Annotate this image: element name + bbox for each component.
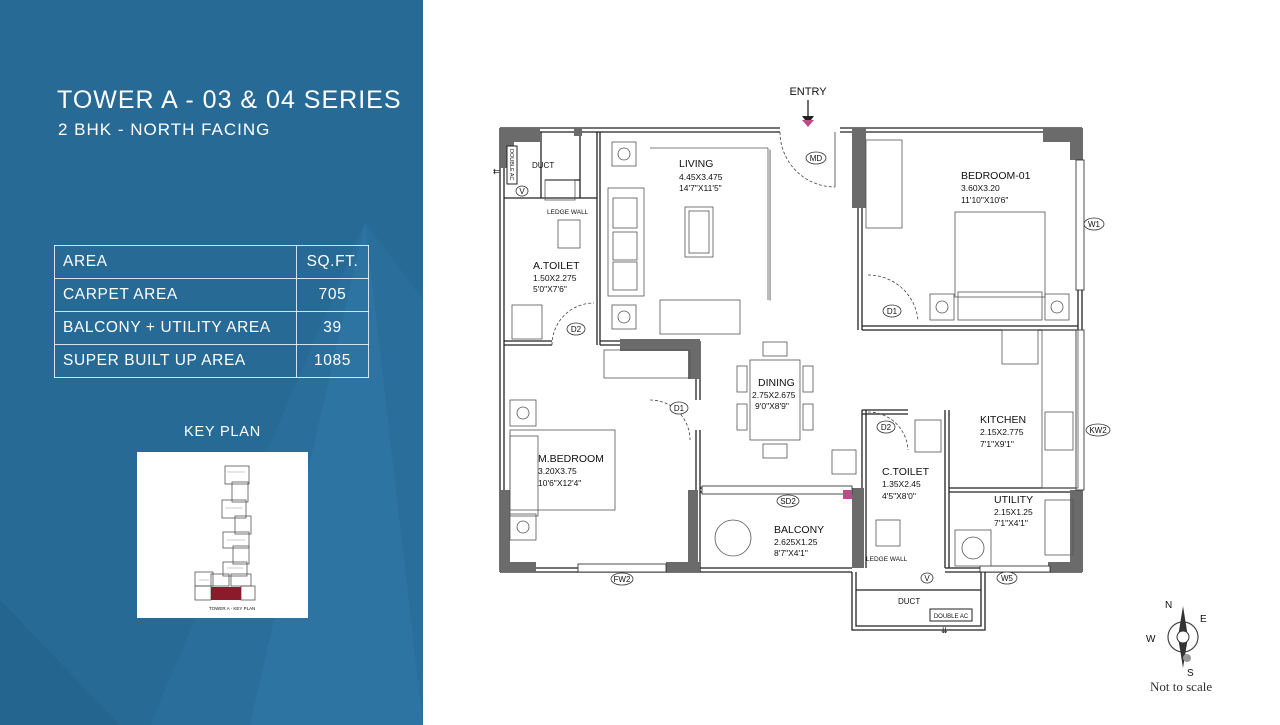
tag-v-bottom: V — [920, 572, 934, 584]
tag-w5: W5 — [996, 571, 1018, 585]
bedroom1-dim2: 11'10"X10'6" — [961, 195, 1008, 205]
opening-tags: MD D1 D1 D2 D2 W1 KW2 SD2 FW2 W5 V V — [515, 151, 1111, 586]
key-plan-caption: TOWER A - KEY PLAN — [209, 606, 255, 611]
svg-text:D1: D1 — [887, 307, 898, 316]
double-ac-top-label: DOUBLE AC — [508, 149, 514, 181]
svg-text:D2: D2 — [881, 423, 892, 432]
svg-text:W1: W1 — [1088, 220, 1101, 229]
windows — [577, 159, 1085, 573]
table-row: CARPET AREA 705 — [54, 278, 369, 312]
svg-text:FW2: FW2 — [614, 575, 631, 584]
key-plan-drawing: TOWER A - KEY PLAN — [194, 465, 256, 611]
svg-text:⇊: ⇊ — [941, 626, 948, 635]
page-subtitle: 2 BHK - NORTH FACING — [58, 120, 271, 139]
tag-v-top: V — [515, 185, 529, 197]
mbedroom-name: M.BEDROOM — [538, 453, 604, 465]
area-table: AREA SQ.FT. CARPET AREA 705 BALCONY + UT… — [54, 245, 369, 378]
tag-d2-ctoilet: D2 — [876, 420, 896, 434]
double-ac-bottom: DOUBLE AC ⇊ — [929, 608, 973, 635]
ctoilet-dim1: 1.35X2.45 — [882, 479, 921, 489]
living-name: LIVING — [679, 158, 713, 170]
row-label: BALCONY + UTILITY AREA — [54, 311, 297, 345]
door-swings — [551, 131, 919, 451]
dining-dim1: 2.75X2.675 — [752, 390, 796, 400]
tag-w1: W1 — [1083, 217, 1105, 231]
duct-bottom-label: DUCT — [898, 597, 920, 606]
atoilet-dim2: 5'0"X7'6" — [533, 284, 567, 294]
row-value: 39 — [296, 311, 369, 345]
table-row: SUPER BUILT UP AREA 1085 — [54, 344, 369, 378]
svg-text:W5: W5 — [1001, 574, 1014, 583]
tag-kw2: KW2 — [1085, 423, 1111, 437]
tag-fw2: FW2 — [610, 572, 634, 586]
floor-plan: ENTRY LIVING 4.45X3.475 14'7"X11'5" BEDR… — [493, 86, 1207, 679]
living-dim2: 14'7"X11'5" — [679, 183, 722, 193]
row-value: 1085 — [296, 344, 369, 378]
svg-text:V: V — [924, 574, 930, 583]
table-header-sqft: SQ.FT. — [296, 245, 369, 279]
double-ac-bottom-label: DOUBLE AC — [934, 614, 969, 620]
not-to-scale-note: Not to scale — [1150, 679, 1213, 694]
utility-dim2: 7'1"X4'1" — [994, 518, 1028, 528]
svg-text:D1: D1 — [674, 404, 685, 413]
mbedroom-dim2: 10'6"X12'4" — [538, 478, 581, 488]
utility-dim1: 2.15X1.25 — [994, 507, 1033, 517]
atoilet-name: A.TOILET — [533, 260, 580, 272]
utility-name: UTILITY — [994, 494, 1033, 506]
svg-text:D2: D2 — [571, 325, 582, 334]
bedroom1-name: BEDROOM-01 — [961, 170, 1031, 182]
kitchen-dim1: 2.15X2.775 — [980, 427, 1024, 437]
key-plan-image: TOWER A - KEY PLAN — [137, 452, 308, 618]
table-header-area: AREA — [54, 245, 297, 279]
atoilet-dim1: 1.50X2.275 — [533, 273, 577, 283]
row-label: CARPET AREA — [54, 278, 297, 312]
ctoilet-name: C.TOILET — [882, 466, 930, 478]
double-ac-top: DOUBLE AC ⇇ — [493, 145, 518, 185]
key-plan-highlight — [211, 587, 241, 600]
key-plan-title: KEY PLAN — [183, 424, 262, 440]
mbedroom-dim1: 3.20X3.75 — [538, 466, 577, 476]
ctoilet-dim2: 4'5"X8'0" — [882, 491, 916, 501]
entry-label: ENTRY — [789, 86, 827, 98]
svg-text:⇇: ⇇ — [493, 167, 500, 176]
svg-text:MD: MD — [810, 154, 823, 163]
svg-text:KW2: KW2 — [1089, 426, 1107, 435]
table-row: BALCONY + UTILITY AREA 39 — [54, 311, 369, 345]
pink-marker — [843, 490, 852, 499]
kitchen-name: KITCHEN — [980, 414, 1026, 426]
ledge-top-label: LEDGE WALL — [547, 209, 589, 216]
balcony-dim1: 2.625X1.25 — [774, 537, 818, 547]
tag-d2-atoilet: D2 — [566, 322, 586, 336]
room-labels: ENTRY LIVING 4.45X3.475 14'7"X11'5" BEDR… — [532, 86, 1033, 606]
tag-sd2: SD2 — [776, 494, 800, 508]
living-dim1: 4.45X3.475 — [679, 172, 723, 182]
tag-md: MD — [805, 151, 827, 165]
svg-text:V: V — [519, 187, 525, 196]
row-value: 705 — [296, 278, 369, 312]
info-panel: TOWER A - 03 & 04 SERIES 2 BHK - NORTH F… — [0, 0, 423, 725]
tag-d1-mbed: D1 — [669, 401, 689, 415]
balcony-name: BALCONY — [774, 524, 824, 536]
row-label: SUPER BUILT UP AREA — [54, 344, 297, 378]
kitchen-dim2: 7'1"X9'1" — [980, 439, 1014, 449]
compass-s: S — [1187, 668, 1194, 679]
bedroom1-dim1: 3.60X3.20 — [961, 183, 1000, 193]
ledge-bottom-label: LEDGE WALL — [866, 556, 908, 563]
furniture — [509, 139, 1079, 567]
dining-dim2: 9'0"X8'9" — [755, 401, 789, 411]
compass-e: E — [1200, 614, 1207, 625]
dining-name: DINING — [758, 377, 795, 389]
table-header-row: AREA SQ.FT. — [54, 245, 369, 279]
svg-text:SD2: SD2 — [780, 497, 796, 506]
compass: N E S W — [1146, 600, 1207, 679]
balcony-dim2: 8'7"X4'1" — [774, 548, 808, 558]
compass-w: W — [1146, 634, 1156, 645]
page-title: TOWER A - 03 & 04 SERIES — [57, 86, 402, 114]
duct-top-label: DUCT — [532, 161, 554, 170]
tag-d1-bed: D1 — [882, 304, 902, 318]
compass-n: N — [1165, 600, 1172, 611]
